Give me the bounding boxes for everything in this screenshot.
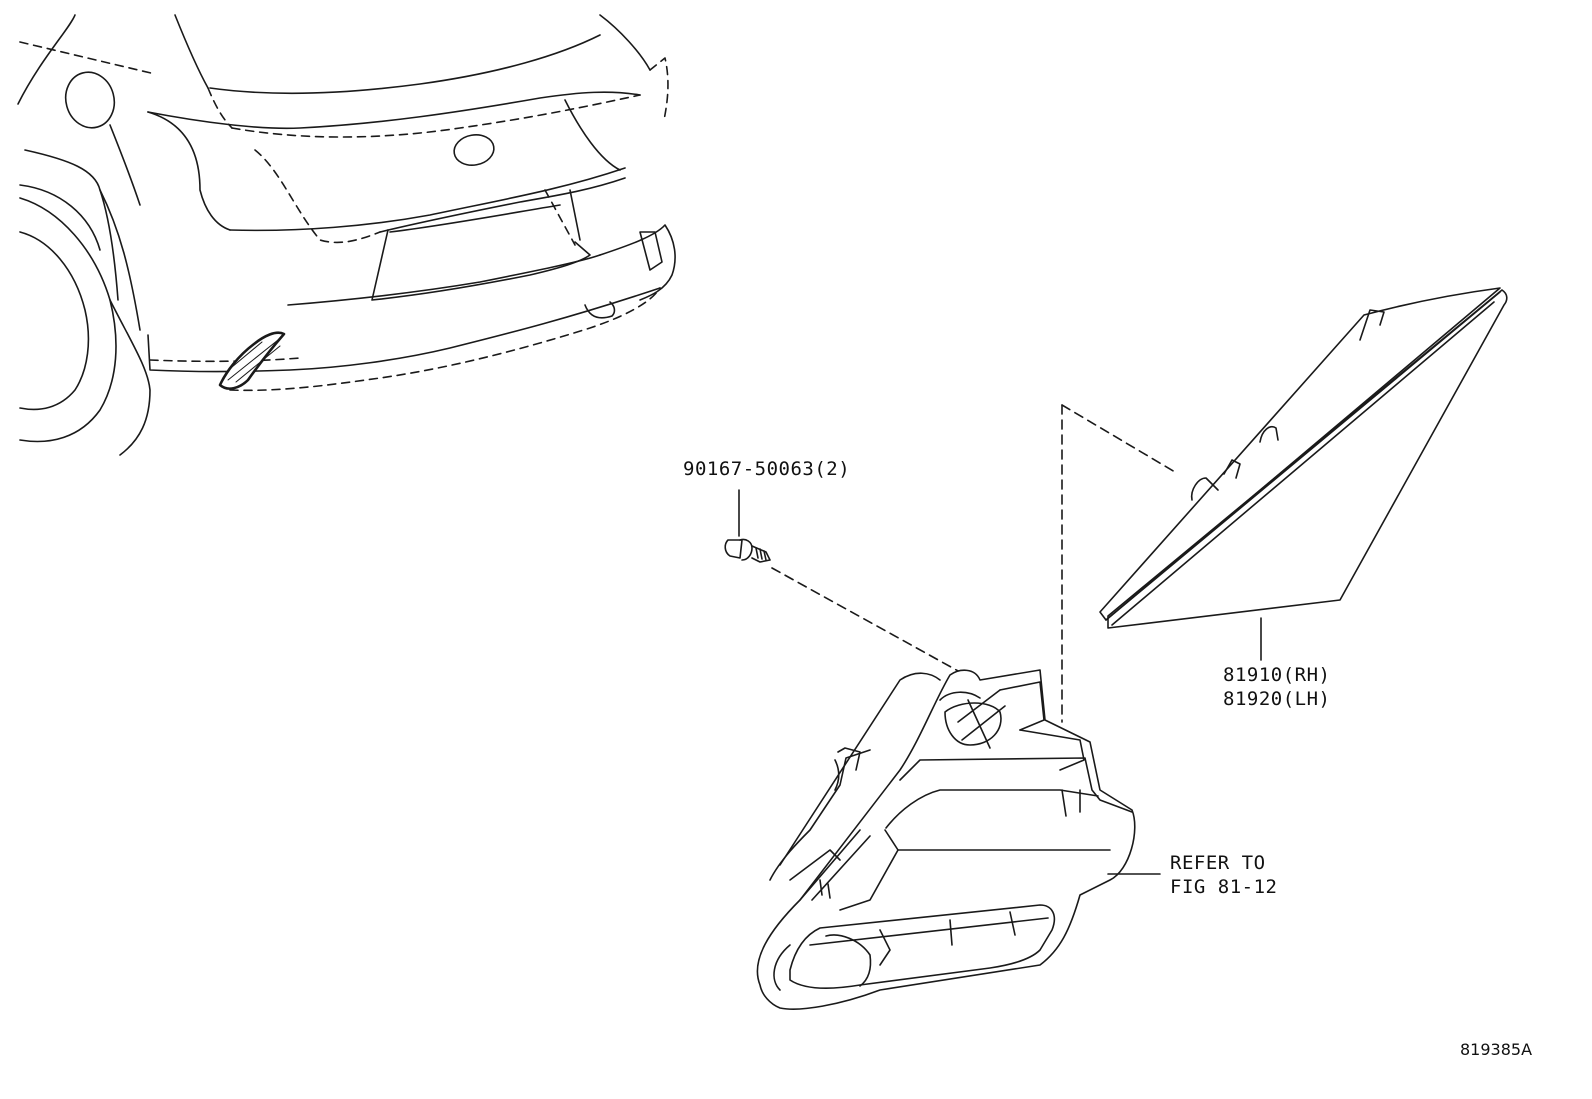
vehicle-rear-overview bbox=[17, 14, 676, 456]
bolt-fastener bbox=[724, 538, 961, 673]
reflector-part-number-lh: 81920(LH) bbox=[1223, 688, 1331, 710]
bolt-part-number: 90167-50063(2) bbox=[683, 458, 851, 480]
illustration-id: 819385A bbox=[1460, 1040, 1533, 1059]
reflector-housing-bracket bbox=[756, 669, 1136, 1010]
reflector-lens bbox=[1061, 287, 1508, 629]
reference-note-line1: REFER TO bbox=[1170, 852, 1266, 874]
reflector-part-number-rh: 81910(RH) bbox=[1223, 664, 1331, 686]
reference-note-line2: FIG 81-12 bbox=[1170, 876, 1278, 898]
